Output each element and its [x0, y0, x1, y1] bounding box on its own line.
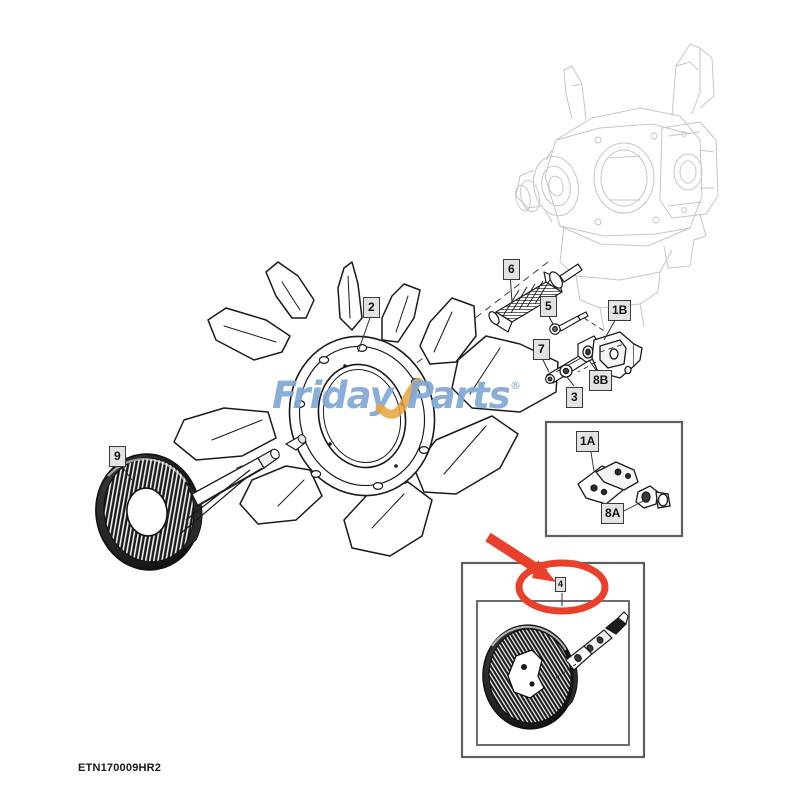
- highlight-annotation: [485, 532, 609, 615]
- fan-bracket-1B: [591, 331, 643, 379]
- callout-1B-label: 1B: [612, 303, 628, 317]
- washer-3: [559, 364, 573, 378]
- leader-lines-right: [577, 317, 625, 373]
- callout-1A-label: 1A: [580, 434, 596, 448]
- callout-8A-label: 8A: [605, 506, 621, 520]
- callout-6-label: 6: [508, 262, 515, 276]
- callout-8B-label: 8B: [593, 373, 609, 387]
- callout-8A[interactable]: 8A: [601, 503, 625, 524]
- callout-7-label: 7: [538, 342, 545, 356]
- callout-1A[interactable]: 1A: [576, 431, 600, 452]
- fan-clutch-inset-box: [460, 561, 646, 759]
- callout-2[interactable]: 2: [363, 297, 380, 318]
- callout-3-label: 3: [571, 390, 578, 404]
- callout-5-label: 5: [545, 299, 552, 313]
- callout-9[interactable]: 9: [109, 446, 126, 467]
- callout-2-label: 2: [368, 300, 375, 314]
- cap-screw-5: [549, 311, 589, 335]
- fan-drive-shaft: [488, 263, 583, 333]
- callout-4[interactable]: 4: [555, 577, 567, 592]
- callout-5[interactable]: 5: [540, 296, 557, 317]
- callout-3[interactable]: 3: [566, 387, 583, 408]
- callout-1B[interactable]: 1B: [608, 300, 632, 321]
- callout-4-label: 4: [558, 579, 564, 589]
- callout-6[interactable]: 6: [503, 259, 520, 280]
- callout-7[interactable]: 7: [533, 339, 550, 360]
- callout-9-label: 9: [114, 449, 121, 463]
- diagram-part-code: ETN170009HR2: [78, 762, 162, 774]
- callout-8B[interactable]: 8B: [589, 370, 613, 391]
- viscous-fan-clutch-9: [95, 434, 307, 571]
